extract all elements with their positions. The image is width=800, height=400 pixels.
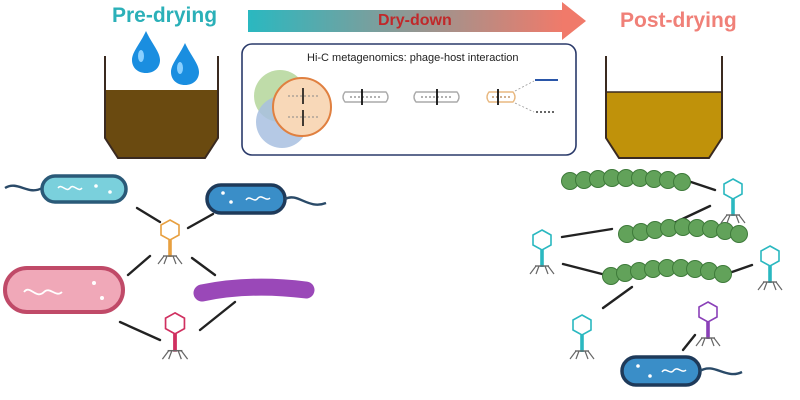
bacteriophage-icon xyxy=(157,219,183,265)
bacterium-blue-bottom xyxy=(620,355,743,387)
bacterium-blue xyxy=(205,183,327,215)
bacteriophage-icon xyxy=(529,229,555,275)
bacteriophage-icon xyxy=(695,301,721,347)
dna-fragment xyxy=(486,89,516,105)
water-drop-icon xyxy=(132,31,160,73)
dna-fragment xyxy=(342,89,389,105)
bacteriophage-icon xyxy=(161,312,189,360)
pre-drying-label: Pre-drying xyxy=(112,4,218,27)
bacteriophage-icon xyxy=(569,314,595,360)
streptococcus-chain-top xyxy=(561,169,691,191)
water-drop-icon xyxy=(171,43,199,85)
streptococcus-chain-bottom xyxy=(602,259,732,285)
hic-box-title: Hi-C metagenomics: phage-host interactio… xyxy=(307,52,519,64)
post-drying-label: Post-drying xyxy=(620,9,737,32)
bacteriophage-icon xyxy=(757,245,783,291)
bacterium-pink xyxy=(3,266,125,314)
pre-drying-beaker xyxy=(104,56,219,159)
post-drying-network-lines xyxy=(560,178,754,352)
dry-down-arrow xyxy=(248,2,586,40)
pre-drying-network-lines xyxy=(118,206,237,342)
post-drying-beaker xyxy=(605,56,723,159)
bacterium-teal xyxy=(4,174,128,204)
hic-metagenomics-box xyxy=(241,43,577,156)
bacterium-purple xyxy=(193,278,315,302)
streptococcus-chain-middle xyxy=(618,218,748,243)
dna-fragment xyxy=(413,89,460,105)
bacteriophage-icon xyxy=(720,178,746,224)
dry-down-label: Dry-down xyxy=(378,12,452,29)
